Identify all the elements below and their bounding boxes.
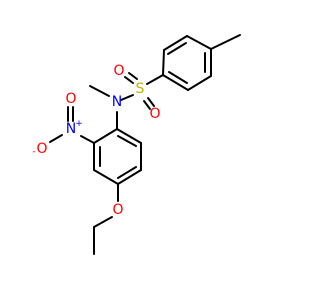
bond-n-methyl	[89, 85, 110, 97]
bond-s-o-left-a	[124, 76, 134, 84]
bond-aryl-6	[93, 128, 118, 144]
atom-oxygen-ether: O	[112, 202, 123, 218]
atom-nitrogen-amine: N	[112, 94, 122, 110]
bond-tolyl-methyl	[210, 34, 241, 50]
atom-oxygen-nitro-top: O	[65, 91, 76, 107]
atom-oxygen-sulfonyl-left: O	[113, 63, 124, 79]
bond-aryl-3-inner	[117, 166, 137, 179]
atom-sulfur: S	[136, 81, 145, 97]
bond-aryl-4	[93, 169, 119, 185]
bond-tolyl-2-inner	[167, 42, 187, 55]
bond-s-o-left-b	[128, 72, 138, 80]
bond-tolyl-5	[187, 75, 212, 91]
atom-labels: S O O N N + O O - O	[32, 63, 160, 218]
bond-tolyl-1	[162, 49, 165, 76]
bond-tolyl-6	[162, 74, 189, 91]
atom-oxygen-sulfonyl-bottom: O	[149, 106, 160, 122]
bond-tolyl-6-inner	[168, 71, 188, 84]
bond-tolyl-2	[163, 35, 188, 51]
bond-ring-sulfur	[146, 74, 164, 85]
atom-oxygen-nitro-minus: O	[36, 141, 47, 157]
bond-s-o-bottom-a	[147, 97, 155, 107]
charge-nitro-minus: -	[32, 147, 35, 157]
bond-aryl-1-inner	[117, 135, 137, 147]
charge-nitro-plus: +	[75, 119, 83, 129]
bond-aryl-3	[117, 169, 142, 185]
bond-tolyl-3	[186, 35, 212, 50]
molecule-diagram: S O O N N + O O - O	[32, 34, 241, 255]
bond-aryl-1	[116, 128, 142, 144]
bond-s-o-bottom-b	[143, 100, 151, 110]
bond-nitro-o-minus	[49, 134, 63, 143]
structure-drawing: S O O N N + O O - O	[32, 34, 241, 255]
bonds	[49, 34, 241, 255]
bond-ether-ch2	[93, 216, 113, 228]
atom-nitrogen-nitro: N	[66, 121, 76, 137]
bond-aryl-nitro	[80, 135, 95, 144]
bond-sulfur-nitrogen	[120, 94, 134, 101]
